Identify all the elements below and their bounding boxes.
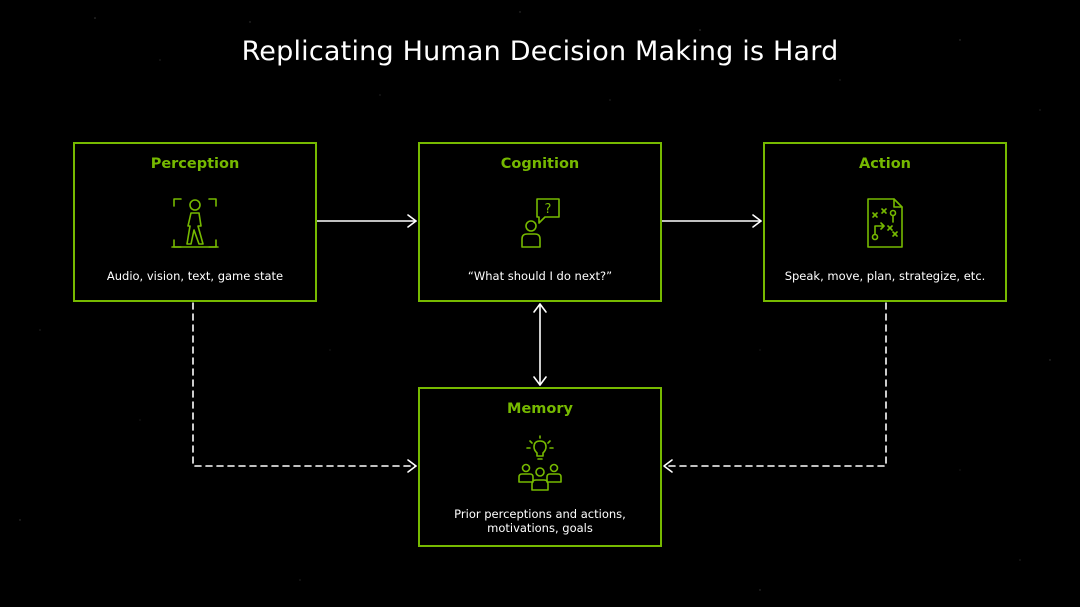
edge-cognition-memory-bidirectional [533,303,547,386]
svg-text:?: ? [545,202,552,217]
action-node: Action Speak, move, plan, strategize, et… [763,142,1007,302]
memory-description-line2: motivations, goals [487,521,593,535]
perception-node: Perception Audio, vision, text, game sta… [73,142,317,302]
page-title: Replicating Human Decision Making is Har… [241,36,839,67]
memory-title: Memory [507,401,573,417]
game-plan-document-icon [867,198,903,248]
perception-title: Perception [150,156,240,172]
edge-perception-to-cognition [316,214,417,228]
group-idea-lightbulb-icon [518,435,562,491]
person-question-bubble-icon: ? [521,198,560,248]
cognition-description: “What should I do next?” [467,269,613,283]
cognition-title: Cognition [500,156,580,172]
memory-description: Prior perceptions and actions, motivatio… [420,507,660,535]
memory-description-line1: Prior perceptions and actions, [454,507,626,521]
perception-description: Audio, vision, text, game state [106,269,284,283]
action-description: Speak, move, plan, strategize, etc. [784,269,986,283]
edge-cognition-to-action [661,214,762,228]
cognition-node: Cognition ? “What should I do next?” [418,142,662,302]
action-title: Action [858,156,911,172]
edge-perception-to-memory-dashed [192,302,417,473]
person-in-frame-icon [171,198,219,248]
memory-node: Memory Prior perceptions and actions, mo… [418,387,662,547]
edge-action-to-memory-dashed [663,302,887,473]
